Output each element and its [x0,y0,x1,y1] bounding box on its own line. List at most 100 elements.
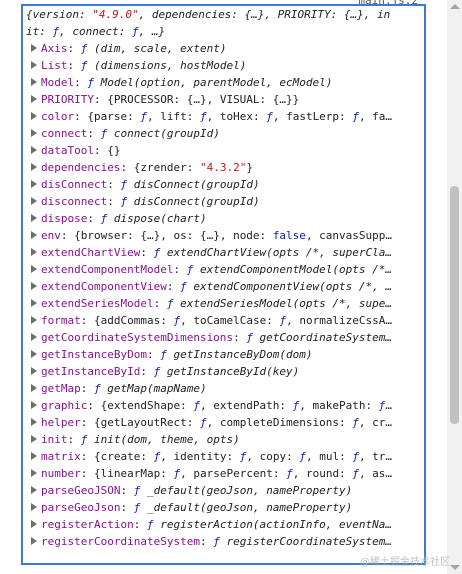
expand-triangle-icon[interactable] [31,146,37,154]
property-value: {getLayoutRect: ƒ, completeDimensions: ƒ… [94,416,393,429]
property-row[interactable]: parseGeoJSON: ƒ _default(geoJson, namePr… [23,482,424,499]
expand-triangle-icon[interactable] [31,180,37,188]
property-row[interactable]: List: ƒ (dimensions, hostModel) [23,57,424,74]
expand-triangle-icon[interactable] [31,384,37,392]
property-key: extendSeriesModel [41,297,154,310]
property-row[interactable]: dispose: ƒ dispose(chart) [23,210,424,227]
property-separator: : [173,263,187,276]
expand-triangle-icon[interactable] [31,197,37,205]
expand-triangle-icon[interactable] [31,163,37,171]
expand-triangle-icon[interactable] [31,112,37,120]
expand-triangle-icon[interactable] [31,537,37,545]
property-row[interactable]: Axis: ƒ (dim, scale, extent) [23,40,424,57]
property-row[interactable]: env: {browser: {…}, os: {…}, node: false… [23,227,424,244]
object-summary-line-1[interactable]: {version: "4.9.0", dependencies: {…}, PR… [23,6,424,23]
expand-triangle-icon[interactable] [31,95,37,103]
expand-triangle-icon[interactable] [31,503,37,511]
property-separator: : [133,518,147,531]
property-key: getInstanceByDom [41,348,147,361]
expand-triangle-icon[interactable] [31,214,37,222]
property-row[interactable]: dataTool: {} [23,142,424,159]
property-row[interactable]: disconnect: ƒ disConnect(groupId) [23,193,424,210]
expand-triangle-icon[interactable] [31,350,37,358]
property-row[interactable]: helper: {getLayoutRect: ƒ, completeDimen… [23,414,424,431]
property-separator: : [87,399,101,412]
property-separator: : [67,433,81,446]
property-separator: : [87,127,101,140]
property-key: Model [41,76,75,89]
property-row[interactable]: connect: ƒ connect(groupId) [23,125,424,142]
expand-triangle-icon[interactable] [31,418,37,426]
expand-triangle-icon[interactable] [31,486,37,494]
scroll-down-arrow-icon[interactable] [450,565,460,570]
expand-triangle-icon[interactable] [31,265,37,273]
property-row[interactable]: getCoordinateSystemDimensions: ƒ getCoor… [23,329,424,346]
property-value: ƒ getCoordinateSystem… [246,331,393,344]
property-row[interactable]: extendComponentModel: ƒ extendComponentM… [23,261,424,278]
property-value: ƒ disConnect(groupId) [120,195,260,208]
expand-triangle-icon[interactable] [31,248,37,256]
property-value: {parse: ƒ, lift: ƒ, toHex: ƒ, fastLerp: … [87,110,393,123]
property-row[interactable]: format: {addCommas: ƒ, toCamelCase: ƒ, n… [23,312,424,329]
vertical-scrollbar[interactable] [447,0,462,574]
object-summary-text-cont: it: ƒ, connect: ƒ, …} [26,25,166,38]
property-separator: : [120,501,134,514]
property-key: dataTool [41,144,94,157]
property-key: number [41,467,81,480]
property-row[interactable]: getInstanceById: ƒ getInstanceById(key) [23,363,424,380]
property-value: {extendShape: ƒ, extendPath: ƒ, makePath… [100,399,393,412]
property-row[interactable]: parseGeoJson: ƒ _default(geoJson, namePr… [23,499,424,516]
property-key: parseGeoJson [41,501,121,514]
property-row[interactable]: getMap: ƒ getMap(mapName) [23,380,424,397]
expand-triangle-icon[interactable] [31,452,37,460]
expand-triangle-icon[interactable] [31,435,37,443]
property-value: {browser: {…}, os: {…}, node: false, can… [74,229,393,242]
property-row[interactable]: extendComponentView: ƒ extendComponentVi… [23,278,424,295]
scroll-up-arrow-icon[interactable] [450,4,460,9]
property-row[interactable]: extendChartView: ƒ extendChartView(opts … [23,244,424,261]
property-separator: : [199,535,214,548]
property-row[interactable]: extendSeriesModel: ƒ extendSeriesModel(o… [23,295,424,312]
expand-triangle-icon[interactable] [31,231,37,239]
property-value: {linearMap: ƒ, parsePercent: ƒ, round: ƒ… [94,467,393,480]
expand-triangle-icon[interactable] [31,316,37,324]
property-separator: : [80,450,94,463]
expand-triangle-icon[interactable] [31,469,37,477]
expand-triangle-icon[interactable] [31,44,37,52]
property-separator: : [120,484,134,497]
property-row[interactable]: registerAction: ƒ registerAction(actionI… [23,516,424,533]
property-separator: : [120,161,134,174]
source-link[interactable]: main.js:2 [358,0,418,7]
property-row[interactable]: number: {linearMap: ƒ, parsePercent: ƒ, … [23,465,424,482]
property-key: getInstanceById [41,365,141,378]
scrollbar-thumb[interactable] [450,186,459,424]
property-row[interactable]: Model: ƒ Model(option, parentModel, ecMo… [23,74,424,91]
property-value: {} [107,144,121,157]
property-key: disConnect [41,178,108,191]
expand-triangle-icon[interactable] [31,129,37,137]
expand-triangle-icon[interactable] [31,401,37,409]
expand-triangle-icon[interactable] [31,299,37,307]
property-separator: : [87,212,101,225]
property-value: ƒ registerAction(actionInfo, eventNa… [146,518,393,531]
property-row[interactable]: color: {parse: ƒ, lift: ƒ, toHex: ƒ, fas… [23,108,424,125]
property-value: ƒ getInstanceById(key) [153,365,300,378]
property-row[interactable]: dependencies: {zrender: "4.3.2"} [23,159,424,176]
property-row[interactable]: disConnect: ƒ disConnect(groupId) [23,176,424,193]
property-key: getCoordinateSystemDimensions [41,331,234,344]
property-row[interactable]: init: ƒ init(dom, theme, opts) [23,431,424,448]
property-row[interactable]: getInstanceByDom: ƒ getInstanceByDom(dom… [23,346,424,363]
property-key: helper [41,416,81,429]
expand-triangle-icon[interactable] [31,520,37,528]
property-row[interactable]: graphic: {extendShape: ƒ, extendPath: ƒ,… [23,397,424,414]
property-row[interactable]: matrix: {create: ƒ, identity: ƒ, copy: ƒ… [23,448,424,465]
expand-triangle-icon[interactable] [31,367,37,375]
property-key: PRIORITY [41,93,94,106]
property-row[interactable]: PRIORITY: {PROCESSOR: {…}, VISUAL: {…}} [23,91,424,108]
expand-triangle-icon[interactable] [31,78,37,86]
expand-triangle-icon[interactable] [31,333,37,341]
property-separator: : [107,178,121,191]
expand-triangle-icon[interactable] [31,61,37,69]
property-row[interactable]: registerCoordinateSystem: ƒ registerCoor… [23,533,424,550]
expand-triangle-icon[interactable] [31,282,37,290]
